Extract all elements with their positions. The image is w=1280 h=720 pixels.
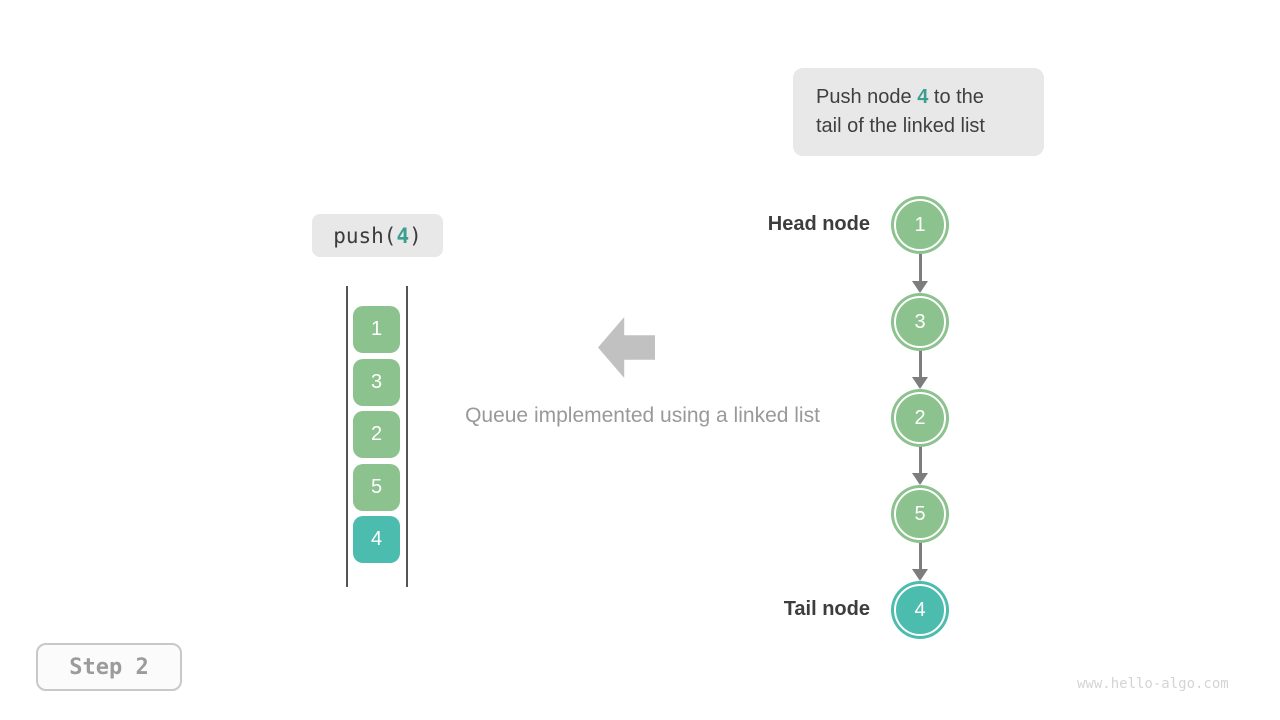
down-arrow-icon	[912, 254, 928, 293]
linked-list-node: 2	[894, 392, 946, 444]
head-node-label: Head node	[767, 213, 870, 235]
tail-node-label: Tail node	[783, 598, 870, 620]
down-arrow-icon	[912, 351, 928, 389]
linked-list-node: 4	[894, 584, 946, 636]
step-badge: Step 2	[36, 643, 182, 691]
push-arg-value: 4	[396, 223, 410, 248]
callout-line-2: tail of the linked list	[816, 115, 985, 137]
linked-list-node: 1	[894, 199, 946, 251]
queue-cell: 5	[353, 464, 400, 511]
linked-list-node: 3	[894, 296, 946, 348]
down-arrow-icon	[912, 447, 928, 485]
linked-list-node: 5	[894, 488, 946, 540]
queue-cell: 4	[353, 516, 400, 563]
queue-cell: 2	[353, 411, 400, 458]
queue-cell: 3	[353, 359, 400, 406]
diagram-caption: Queue implemented using a linked list	[465, 404, 820, 427]
callout-line-1: Push node 4 to the	[816, 86, 984, 108]
queue-cell: 1	[353, 306, 400, 353]
push-callout: Push node 4 to the tail of the linked li…	[793, 68, 1044, 156]
callout-highlight-value: 4	[917, 86, 929, 108]
queue-wall-right	[406, 286, 408, 587]
watermark: www.hello-algo.com	[1077, 676, 1229, 692]
down-arrow-icon	[912, 543, 928, 581]
push-operation-label: push(4)	[312, 214, 443, 257]
queue-wall-left	[346, 286, 348, 587]
left-block-arrow-icon	[598, 317, 655, 378]
